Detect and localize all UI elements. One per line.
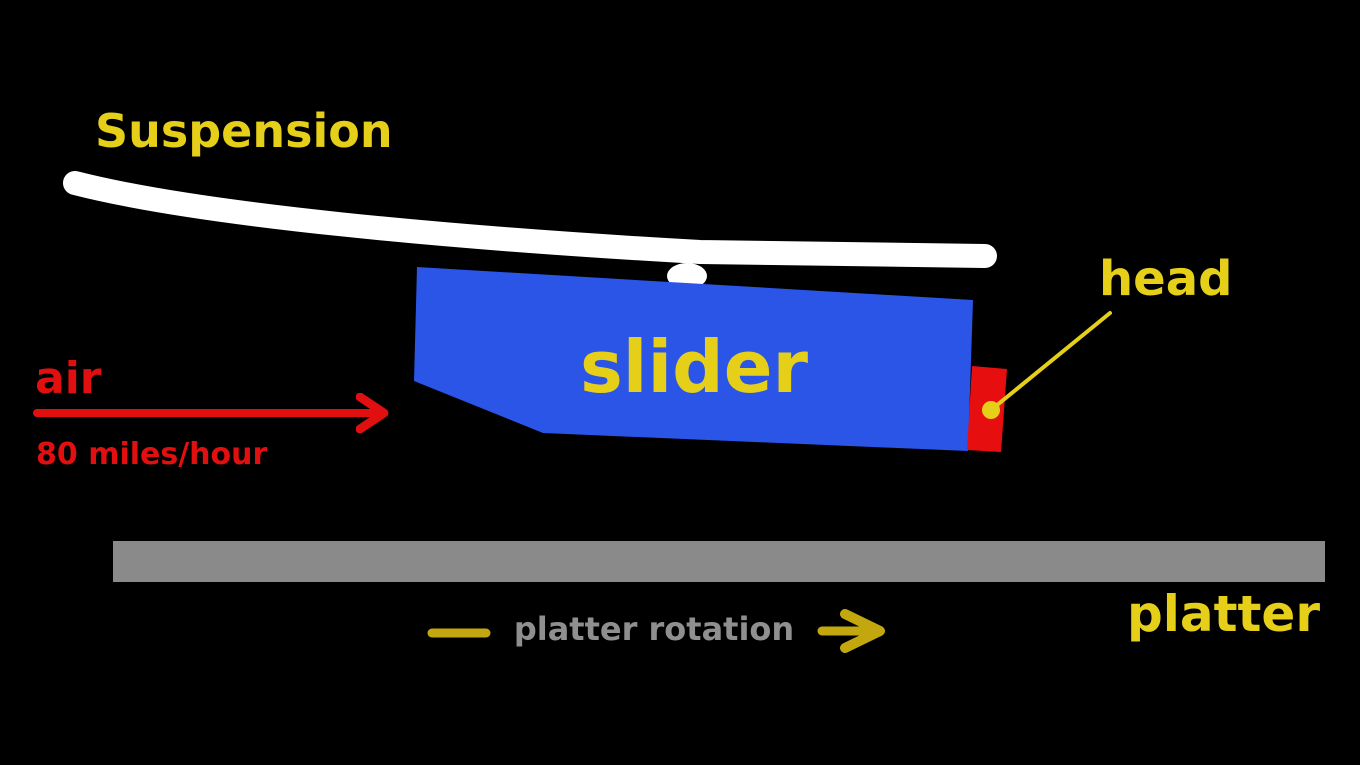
platter-surface [113, 541, 1325, 582]
head-leader-dot [982, 401, 1000, 419]
head-leader-line [989, 311, 1112, 412]
suspension-label: Suspension [95, 104, 393, 158]
rotation-arrowhead [840, 609, 885, 653]
head-label: head [1099, 251, 1232, 307]
slider-body [414, 267, 973, 451]
suspension-arm [63, 171, 997, 268]
slider-label: slider [580, 325, 809, 409]
air-label: air [35, 353, 102, 404]
air-speed-label: 80 miles/hour [36, 437, 268, 472]
platter-rotation-label: platter rotation [514, 610, 794, 648]
platter-label: platter [1127, 585, 1320, 643]
